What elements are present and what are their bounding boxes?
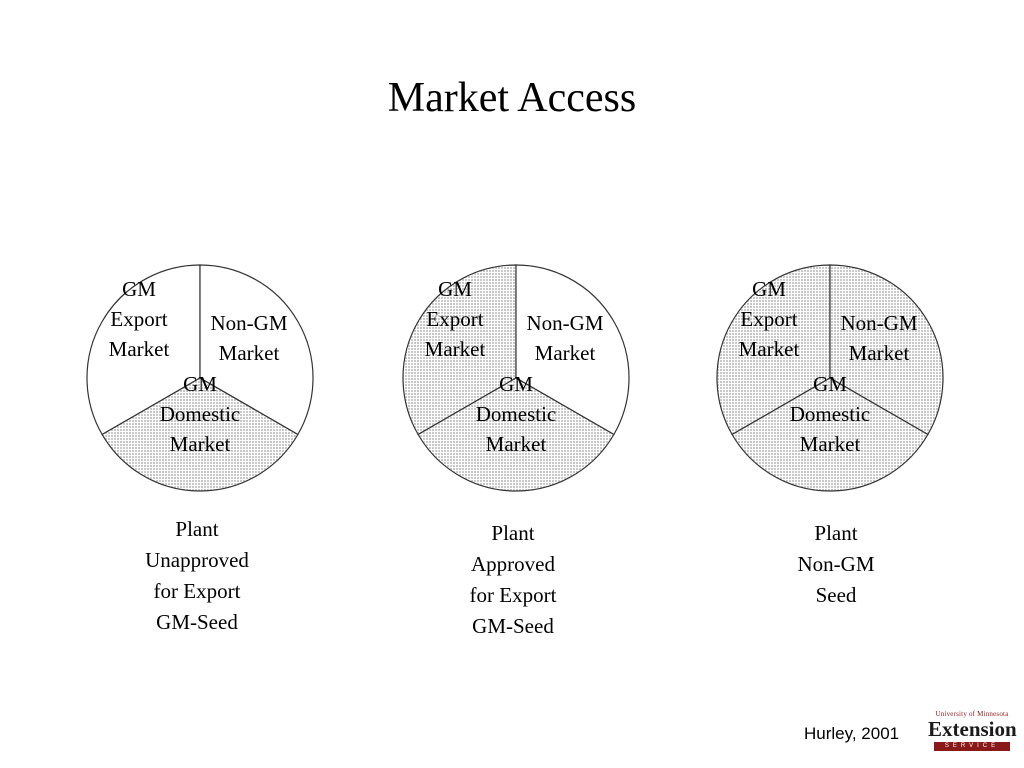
segment-label: Export xyxy=(426,307,483,331)
segment-label: Non-GM xyxy=(527,311,604,335)
caption-line: Unapproved xyxy=(145,548,249,572)
caption-line: for Export xyxy=(469,583,557,607)
pie-segment xyxy=(515,264,630,436)
segment-label: Domestic xyxy=(790,402,870,426)
extension-logo: University of Minnesota Extension SERVIC… xyxy=(928,710,1017,754)
pie-segment xyxy=(716,264,831,436)
segment-label: GM xyxy=(438,277,472,301)
pie-segment xyxy=(417,377,615,492)
page-title: Market Access xyxy=(387,75,637,121)
caption-line: for Export xyxy=(153,579,241,603)
segment-label: GM xyxy=(752,277,786,301)
segment-label: GM xyxy=(813,372,847,396)
segment-label: Domestic xyxy=(476,402,556,426)
segment-label: Export xyxy=(740,307,797,331)
caption-line: Plant xyxy=(491,521,535,545)
segment-label: GM xyxy=(499,372,533,396)
caption-line: Approved xyxy=(471,552,555,576)
caption-3: Plant Non-GM Seed xyxy=(736,518,936,611)
caption-line: Non-GM xyxy=(797,552,875,576)
segment-label: GM xyxy=(183,372,217,396)
segment-label: Non-GM xyxy=(211,311,288,335)
caption-line: GM-Seed xyxy=(156,610,238,634)
pie-segment xyxy=(86,264,201,436)
segment-label: Market xyxy=(109,337,170,361)
pie-segment xyxy=(731,377,929,492)
pie-diagram-1: GMExportMarketNon-GMMarketGMDomesticMark… xyxy=(86,264,314,492)
pie-diagram-2: GMExportMarketNon-GMMarketGMDomesticMark… xyxy=(402,264,630,492)
logo-name: Extension xyxy=(928,717,1017,741)
caption-line: Plant xyxy=(175,517,219,541)
pie-segment xyxy=(199,264,314,436)
segment-label: Market xyxy=(849,341,910,365)
logo-university: University of Minnesota xyxy=(935,710,1009,718)
pie-segment xyxy=(101,377,299,492)
segment-label: Market xyxy=(425,337,486,361)
segment-label: Market xyxy=(800,432,861,456)
pie-segment xyxy=(829,264,944,436)
segment-label: GM xyxy=(122,277,156,301)
caption-2: Plant Approved for Export GM-Seed xyxy=(413,518,613,642)
caption-line: GM-Seed xyxy=(472,614,554,638)
caption-line: Seed xyxy=(815,583,857,607)
pie-segment xyxy=(402,264,517,436)
pie-diagram-3: GMExportMarketNon-GMMarketGMDomesticMark… xyxy=(716,264,944,492)
segment-label: Domestic xyxy=(160,402,240,426)
segment-label: Market xyxy=(486,432,547,456)
segment-label: Market xyxy=(170,432,231,456)
segment-label: Market xyxy=(219,341,280,365)
source-credit: Hurley, 2001 xyxy=(804,724,900,743)
segment-label: Export xyxy=(110,307,167,331)
caption-line: Plant xyxy=(814,521,858,545)
segment-label: Market xyxy=(535,341,596,365)
logo-service: SERVICE xyxy=(934,742,1010,751)
segment-label: Non-GM xyxy=(841,311,918,335)
segment-label: Market xyxy=(739,337,800,361)
caption-1: Plant Unapproved for Export GM-Seed xyxy=(97,514,297,638)
